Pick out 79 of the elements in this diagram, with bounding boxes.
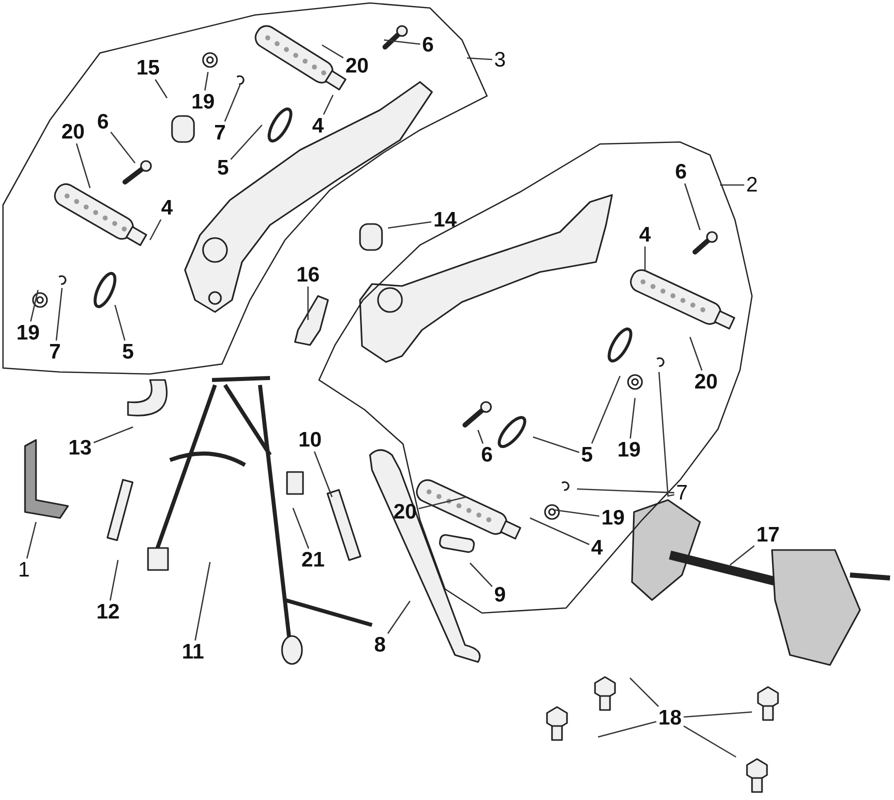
leader-line [384,39,420,45]
leader-line [388,221,432,229]
callout-number: 7 [214,122,226,144]
leader-line [684,183,701,230]
callout-number: 1 [18,560,30,580]
leader-line [630,678,659,707]
callout-number: 7 [676,482,688,504]
leader-line [204,72,209,91]
leader-line [532,436,580,454]
callout-number: 4 [161,198,173,218]
callout-number: 6 [97,112,109,132]
leader-line [110,560,119,601]
callout-number: 9 [494,584,506,606]
callout-number: 18 [658,708,682,728]
leader-line [114,304,126,341]
leader-line [591,376,621,444]
leader-line [683,726,736,758]
leader-line [322,44,344,58]
callout-number: 19 [16,322,40,344]
callout-number: 5 [581,444,593,466]
leader-line [26,522,37,559]
callout-number: 19 [601,508,625,528]
leader-line [230,124,262,160]
leader-line [76,143,91,188]
leader-line [224,84,241,122]
callout-number: 12 [96,602,120,622]
callout-number: 16 [296,264,320,286]
callout-number: 6 [675,162,687,182]
callout-number: 11 [182,642,204,662]
leader-line [56,288,63,341]
leader-line [307,286,309,320]
leader-line [30,290,39,322]
leader-line [418,496,466,510]
leader-line [477,430,484,444]
leader-line [530,517,590,546]
leader-line [470,562,493,588]
callout-number: 19 [617,440,641,460]
leader-line [554,509,600,517]
leader-line [730,545,755,566]
callout-number: 4 [591,538,603,558]
callout-number: 17 [756,524,780,546]
leader-line [110,132,136,164]
callout-number: 13 [68,438,92,458]
leader-line [689,336,703,371]
leader-line [314,451,333,498]
callout-number: 14 [433,210,457,230]
callout-number: 5 [122,342,134,362]
callout-number: 2 [746,174,758,196]
leader-line [684,711,752,718]
leader-line [576,488,674,494]
callout-number: 6 [481,444,493,466]
callout-number: 21 [301,550,325,570]
callout-number: 8 [374,634,386,656]
callout-number: 7 [49,342,61,362]
leader-line [630,398,636,439]
callout-number: 15 [136,58,160,78]
callout-number: 4 [639,224,651,246]
callout-number: 6 [422,34,434,56]
leader-line [194,562,211,641]
leader-line [720,184,744,186]
leader-line [292,508,310,549]
leader-line [93,426,134,444]
callout-number: 5 [217,158,229,178]
callout-number: 20 [345,56,369,76]
leader-line [323,94,334,115]
callout-number: 3 [494,50,506,70]
callout-number: 4 [312,116,324,136]
callout-number: 20 [694,372,718,392]
leader-line [154,79,168,98]
callout-number: 19 [191,92,215,112]
leader-line [644,246,646,270]
callout-number: 10 [298,430,322,450]
leader-line [598,720,656,738]
leader-line [149,219,162,240]
callout-number: 20 [61,122,85,142]
leader-line [387,600,411,634]
callout-number: 20 [393,502,417,522]
leader-line [658,372,674,497]
leader-line [466,57,492,60]
